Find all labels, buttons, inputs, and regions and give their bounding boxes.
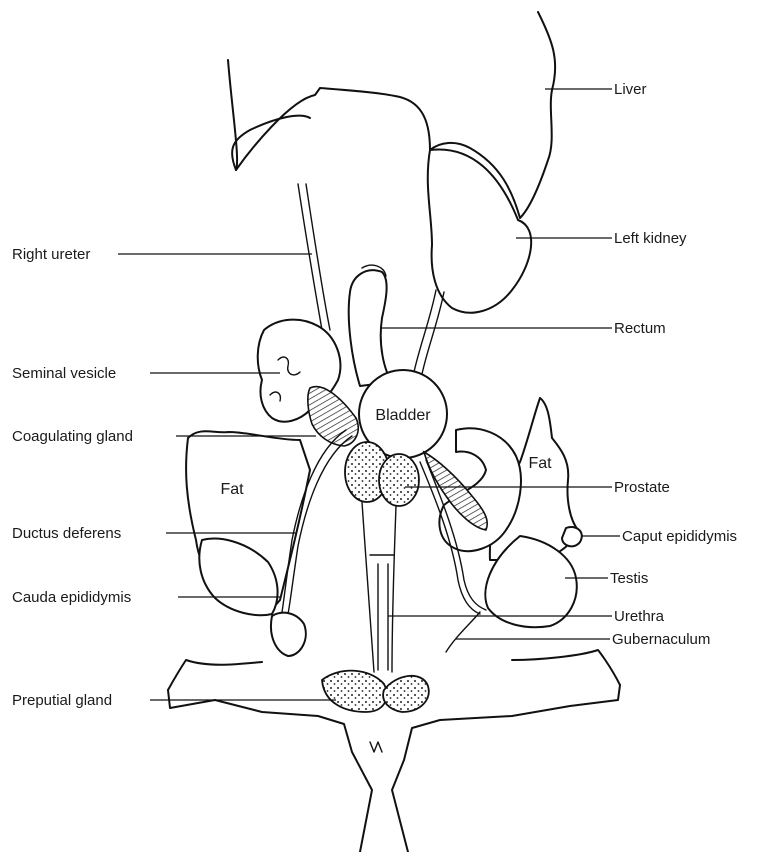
fat-left-label: Fat xyxy=(220,481,244,498)
label-gubernaculum: Gubernaculum xyxy=(612,631,710,648)
left-ureter xyxy=(414,290,444,374)
preputial-gland-right xyxy=(383,676,429,712)
label-liver: Liver xyxy=(614,81,647,98)
label-coagulating-gland: Coagulating gland xyxy=(12,428,133,445)
label-right-ureter: Right ureter xyxy=(12,246,90,263)
cauda-epididymis xyxy=(271,613,306,656)
label-prostate: Prostate xyxy=(614,479,670,496)
urethra xyxy=(362,502,396,672)
label-seminal-vesicle: Seminal vesicle xyxy=(12,365,116,382)
gubernaculum xyxy=(446,612,480,652)
label-preputial-gland: Preputial gland xyxy=(12,692,112,709)
liver xyxy=(228,12,555,218)
fat-right-label: Fat xyxy=(528,455,552,472)
prostate-right-lobe xyxy=(379,454,419,506)
bladder-label: Bladder xyxy=(375,407,431,424)
caput-epididymis xyxy=(562,527,582,546)
right-ureter xyxy=(298,184,330,330)
preputial-gland-left xyxy=(322,671,387,712)
label-ductus-deferens: Ductus deferens xyxy=(12,525,121,542)
label-caput-epididymis: Caput epididymis xyxy=(622,528,737,545)
label-urethra: Urethra xyxy=(614,608,665,625)
label-left-kidney: Left kidney xyxy=(614,230,687,247)
label-testis: Testis xyxy=(610,570,648,587)
label-rectum: Rectum xyxy=(614,320,666,337)
left-kidney xyxy=(428,149,531,312)
label-cauda-epididymis: Cauda epididymis xyxy=(12,589,131,606)
